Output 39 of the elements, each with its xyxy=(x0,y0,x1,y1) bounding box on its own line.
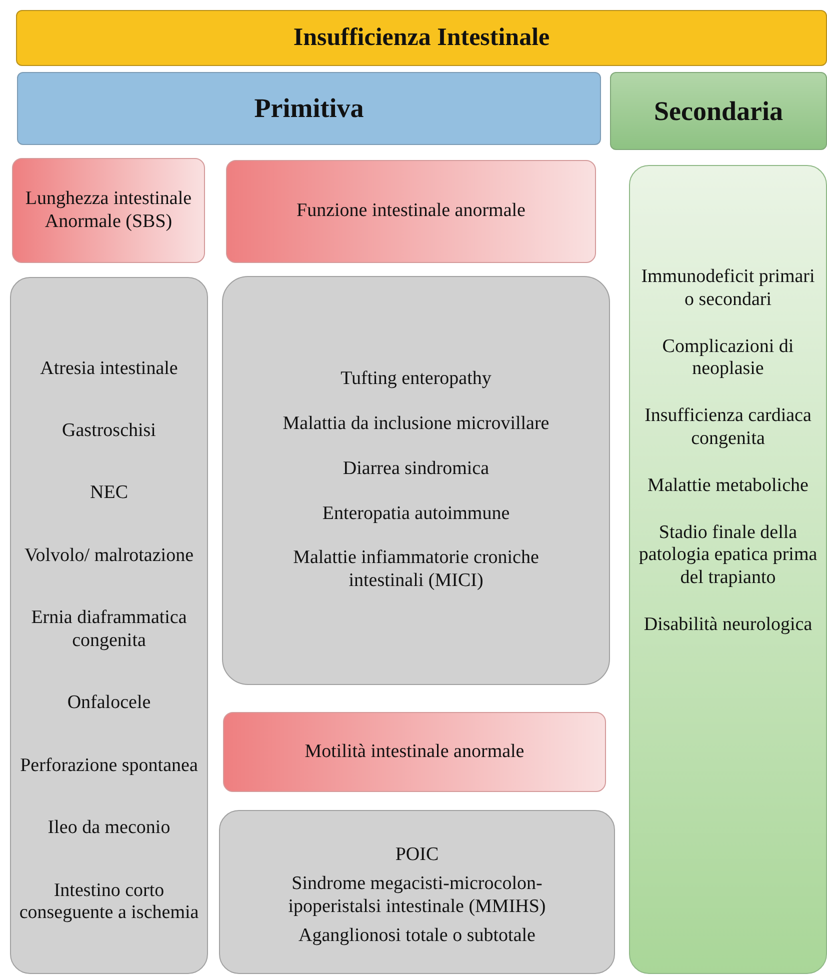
subcategory-box xyxy=(226,160,596,263)
item-text: Malattie infiammatorie croniche intestinali (MICI) xyxy=(292,547,540,593)
item-text: Diarrea sindromica xyxy=(342,458,490,480)
item-text: Atresia intestinale xyxy=(40,358,178,380)
item-text: Stadio finale della patologia epatica prima del trapianto xyxy=(638,522,818,590)
condition-list-box xyxy=(222,276,610,685)
condition-list-box xyxy=(10,277,208,974)
item-text: Perforazione spontanea xyxy=(20,754,198,778)
item-text: Ileo da meconio xyxy=(48,817,170,840)
item-text: Complicazioni di neoplasie xyxy=(661,336,795,382)
item-text: Immunodeficit primari o secondari xyxy=(640,266,816,312)
item-text: Intestino corto conseguente a ischemia xyxy=(19,880,199,926)
item-text: Insufficienza cardiaca congenita xyxy=(644,405,812,451)
item-text: Ernia diaframmatica congenita xyxy=(30,607,188,653)
header-text: Secondaria xyxy=(654,94,783,128)
item-text: Funzione intestinale anormale xyxy=(296,200,526,223)
item-text: Tufting enteropathy xyxy=(340,368,492,391)
header-text: Primitiva xyxy=(254,92,364,125)
condition-list-box xyxy=(629,165,827,974)
condition-list-box xyxy=(219,810,615,974)
item-text: Onfalocele xyxy=(67,692,151,716)
subcategory-box xyxy=(12,158,205,263)
item-text: NEC xyxy=(90,482,128,506)
item-text: Sindrome megacisti-microcolon-ipoperistalsi intestinale (MMIHS) xyxy=(287,873,547,919)
title-bar xyxy=(16,10,827,66)
item-text: Motilità intestinale anormale xyxy=(304,740,524,764)
item-text: Gastroschisi xyxy=(62,420,156,443)
item-text: POIC xyxy=(395,844,439,868)
item-text: Disabilità neurologica xyxy=(644,614,812,637)
item-text: Lunghezza intestinale Anormale (SBS) xyxy=(24,188,193,234)
item-text: Volvolo/ malrotazione xyxy=(24,544,194,568)
item-text: Malattia da inclusione microvillare xyxy=(282,412,550,436)
item-text: Malattie metaboliche xyxy=(648,474,808,498)
item-text: Aganglionosi totale o subtotale xyxy=(298,924,536,948)
subcategory-box xyxy=(223,712,606,792)
header-text: Insufficienza Intestinale xyxy=(293,23,550,53)
category-header xyxy=(17,72,601,145)
item-text: Enteropatia autoimmune xyxy=(322,502,510,526)
category-header xyxy=(610,72,827,150)
